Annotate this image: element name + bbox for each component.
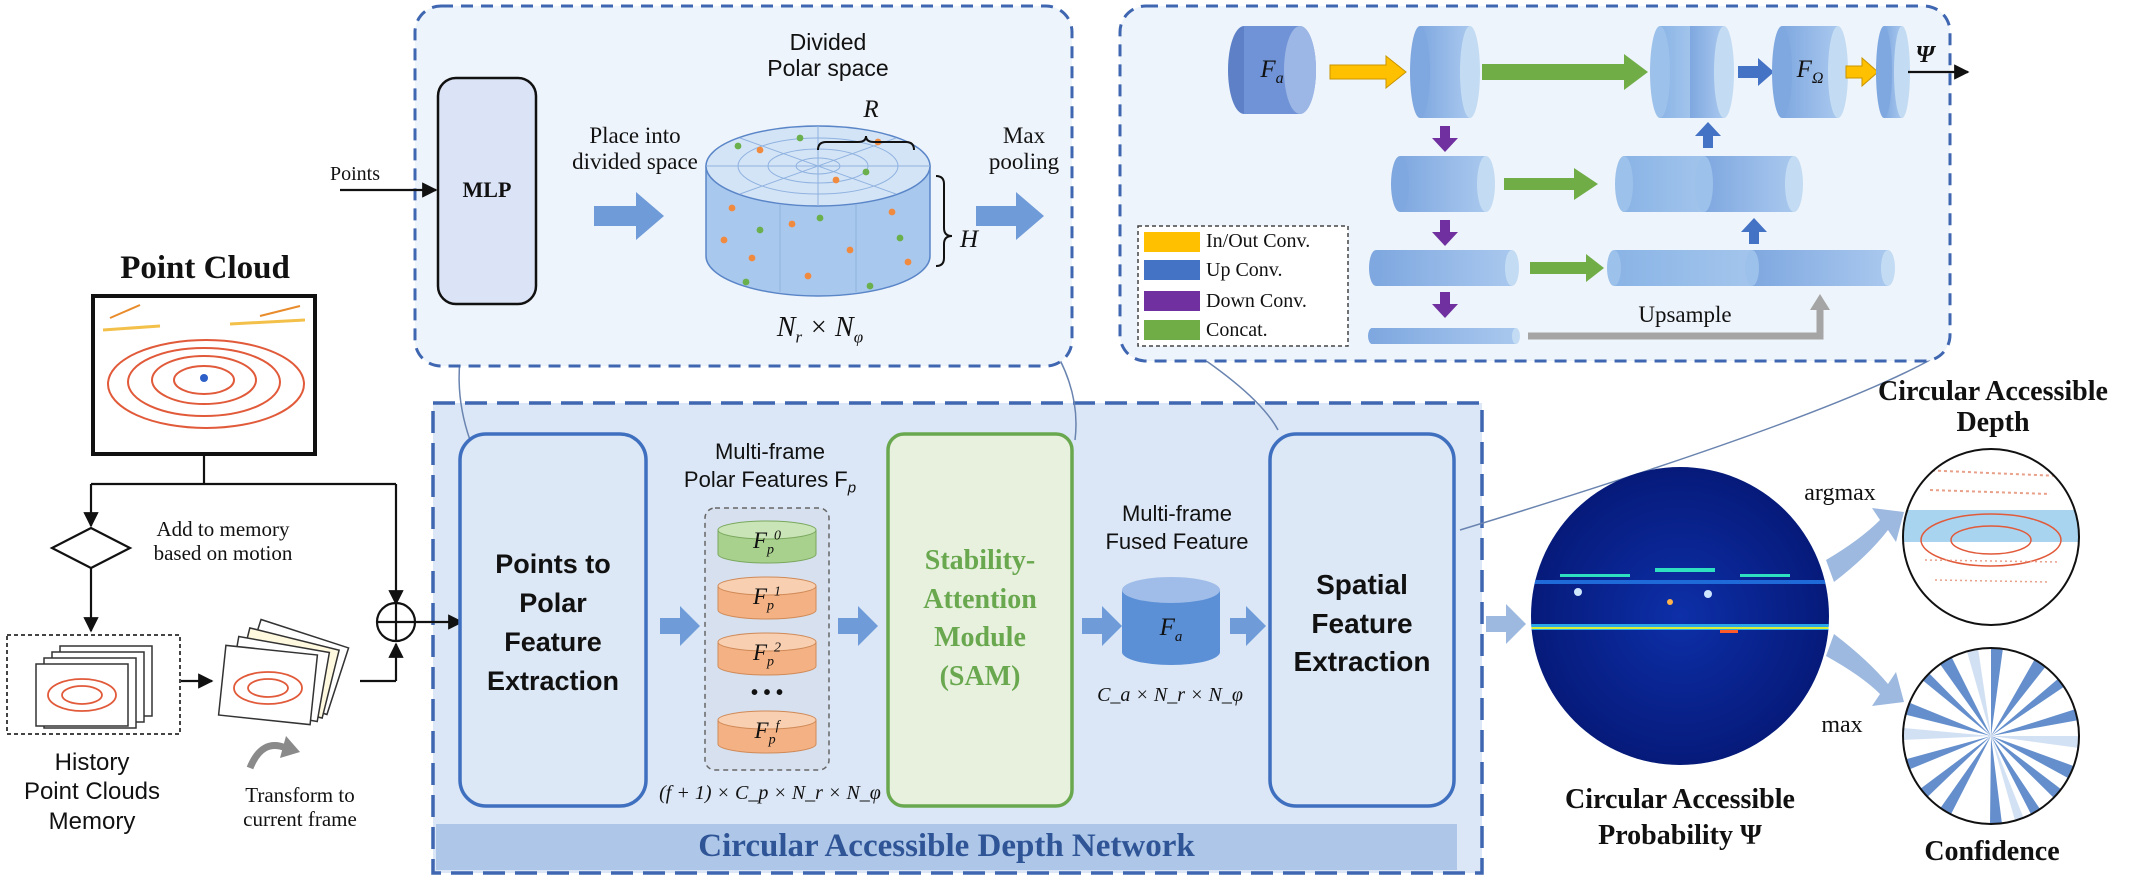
multi-frame-polar-label: Multi-frame Polar Features Fp xyxy=(683,439,857,496)
max-pool-arrow xyxy=(976,192,1044,240)
legend-swatch-concat xyxy=(1144,320,1200,340)
polar-feature-0: Fp0 xyxy=(752,528,782,558)
legend-down-label: Down Conv. xyxy=(1206,290,1307,312)
psi-output-label: Ψ xyxy=(1915,42,1935,68)
fused-feature-dims: C_a × N_r × N_φ xyxy=(1097,684,1243,706)
h-brace xyxy=(935,175,953,267)
legend-swatch-down xyxy=(1144,291,1200,311)
polar-features-dims: (f + 1) × C_p × N_r × N_φ xyxy=(659,782,881,804)
sam-block xyxy=(886,432,1074,808)
probability-label: Circular Accessible Probability Ψ xyxy=(1565,784,1795,851)
network-title: Circular Accessible Depth Network xyxy=(698,828,1195,864)
rotate-arrow-head xyxy=(280,736,300,758)
spatial-feature-label: Spatial Feature Extraction xyxy=(1293,569,1431,678)
transform-label: Transform to current frame xyxy=(243,783,357,831)
divided-polar-title: Divided Polar space xyxy=(767,29,889,81)
zoom-line xyxy=(458,359,471,441)
r-label: R xyxy=(863,96,879,123)
zoom-line xyxy=(1204,359,1279,431)
points-label: Points xyxy=(330,163,381,185)
sam-label: Stability- Attention Module (SAM) xyxy=(923,545,1037,692)
legend-up-label: Up Conv. xyxy=(1206,259,1283,281)
points-to-polar-label: Points to Polar Feature Extraction xyxy=(486,549,620,697)
r-brace xyxy=(817,135,915,151)
polar-feature-2: Fp2 xyxy=(752,640,782,670)
argmax-label: argmax xyxy=(1804,480,1876,506)
sensor-origin xyxy=(200,374,208,382)
max-pooling-label: Max pooling xyxy=(988,123,1060,174)
point-cloud-title: Point Cloud xyxy=(120,250,290,286)
fused-feature-label: Multi-frame Fused Feature xyxy=(1105,501,1249,554)
legend-swatch-inout xyxy=(1144,232,1200,252)
max-arrow xyxy=(1826,634,1904,706)
rotate-arrow-icon xyxy=(246,742,288,770)
max-label: max xyxy=(1821,712,1863,738)
spatial-feature-block xyxy=(1268,432,1456,808)
history-frame-stack xyxy=(35,645,153,729)
network-title-bar xyxy=(436,824,1457,870)
polar-feature-1: Fp1 xyxy=(752,584,782,614)
mlp-label: MLP xyxy=(462,177,512,202)
history-memory-label: History Point Clouds Memory xyxy=(23,749,161,835)
memory-decision-diamond xyxy=(49,526,133,570)
place-arrow xyxy=(594,192,664,240)
point-cloud-rings xyxy=(102,304,306,429)
polar-size-label: Nr × Nφ xyxy=(776,312,864,347)
network-flow-arrows xyxy=(660,604,1526,646)
legend-swatch-up xyxy=(1144,260,1200,280)
zoom-line xyxy=(1459,359,1931,531)
argmax-arrow xyxy=(1826,508,1904,582)
points-to-polar-block xyxy=(458,432,648,808)
fomega-label: FΩ xyxy=(1796,56,1824,87)
input-flow-lines xyxy=(83,456,464,689)
probability-map-image xyxy=(1531,467,1829,765)
upsample-label: Upsample xyxy=(1638,302,1732,327)
depth-label: Circular Accessible Depth xyxy=(1878,376,2108,439)
fused-cylinder-label: Fa xyxy=(1159,614,1183,645)
fusion-plus-icon xyxy=(375,601,417,643)
fused-feature-cylinder xyxy=(1122,577,1220,665)
fa-label: Fa xyxy=(1260,56,1284,87)
place-into-label: Place into divided space xyxy=(572,123,698,174)
spatial-unet xyxy=(1228,26,1970,344)
h-label: H xyxy=(959,226,979,253)
legend-inout-label: In/Out Conv. xyxy=(1206,230,1311,252)
mlp-block xyxy=(436,76,538,306)
depth-map-image xyxy=(1902,448,2080,626)
confidence-label: Confidence xyxy=(1924,836,2060,867)
zoom-line xyxy=(1059,359,1077,441)
transformed-frame-stack xyxy=(217,618,350,726)
polar-space-cylinder xyxy=(705,125,931,297)
memory-decision-label: Add to memory based on motion xyxy=(153,517,293,565)
polar-feature-ellipsis: • • • xyxy=(750,682,784,704)
confidence-map-image xyxy=(1902,647,2080,825)
polar-feature-cylinders xyxy=(717,520,817,754)
legend-concat-label: Concat. xyxy=(1206,319,1268,341)
polar-feature-f: Fpf xyxy=(754,718,780,748)
